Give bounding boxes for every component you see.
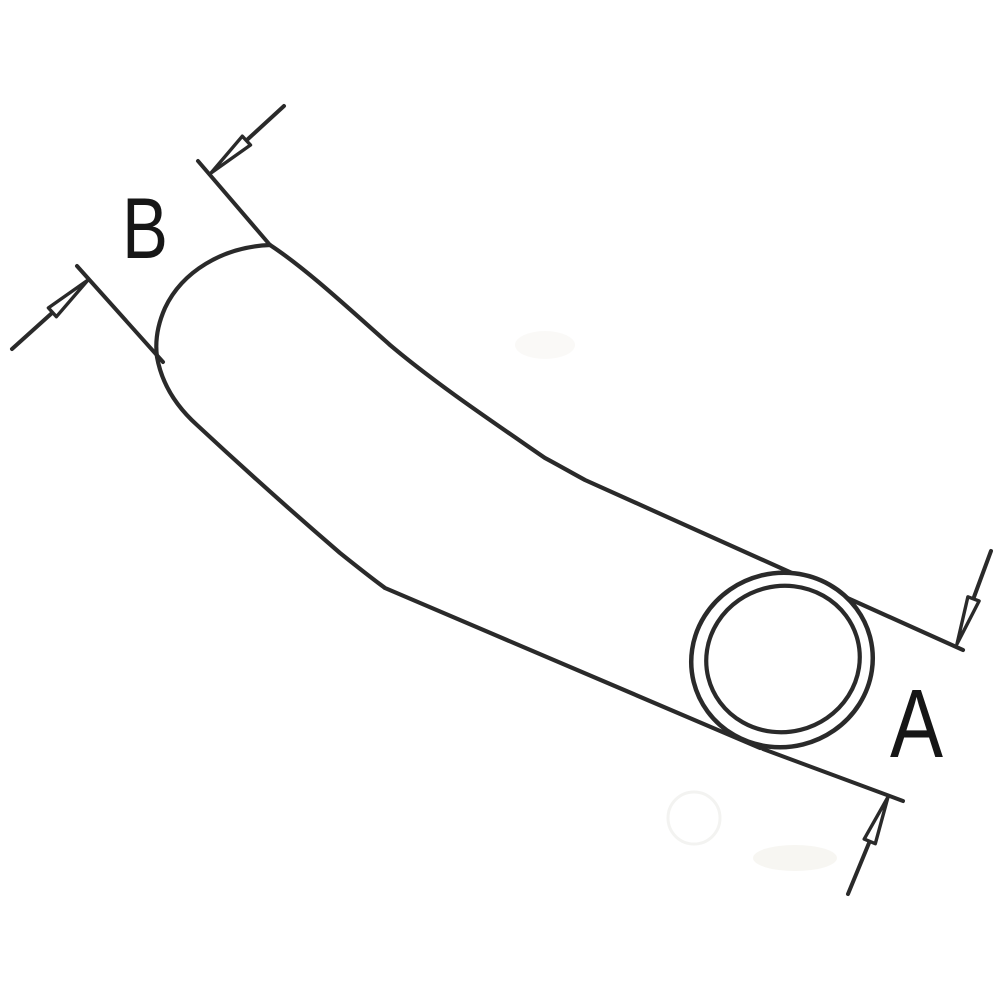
dim-b-extension-line-top bbox=[196, 159, 272, 247]
hose-opening-outer-ellipse bbox=[688, 570, 876, 750]
dim-a-extension-line-bottom bbox=[761, 747, 905, 803]
dim-b-arrow-left-tail bbox=[10, 311, 54, 351]
dimension-a bbox=[761, 549, 993, 896]
dim-a-arrow-bottom-tail bbox=[846, 841, 871, 896]
scan-artifact bbox=[753, 845, 837, 871]
hose-lower-outline bbox=[154, 242, 763, 751]
hose-opening bbox=[688, 570, 876, 750]
scan-artifact bbox=[666, 790, 722, 846]
dim-a-arrow-bottom-head bbox=[862, 795, 890, 846]
label-a: A bbox=[890, 669, 943, 778]
dim-b-extension-line-bottom bbox=[75, 264, 165, 364]
dimension-labels: B A bbox=[122, 181, 943, 778]
hose-upper-outline bbox=[267, 242, 966, 653]
scan-artifacts bbox=[515, 331, 837, 871]
dim-a-arrow-top-tail bbox=[972, 549, 993, 599]
dim-b-arrow-top-head bbox=[209, 134, 253, 175]
dim-b-arrow-top-tail bbox=[246, 104, 286, 141]
label-b: B bbox=[122, 181, 168, 277]
dim-a-arrow-top-head bbox=[955, 595, 981, 646]
scan-artifact bbox=[515, 331, 575, 359]
hose-opening-inner-ellipse bbox=[704, 583, 862, 735]
hose-body bbox=[154, 242, 966, 751]
dim-b-arrow-left-head bbox=[46, 278, 90, 319]
dimension-b bbox=[10, 104, 286, 364]
